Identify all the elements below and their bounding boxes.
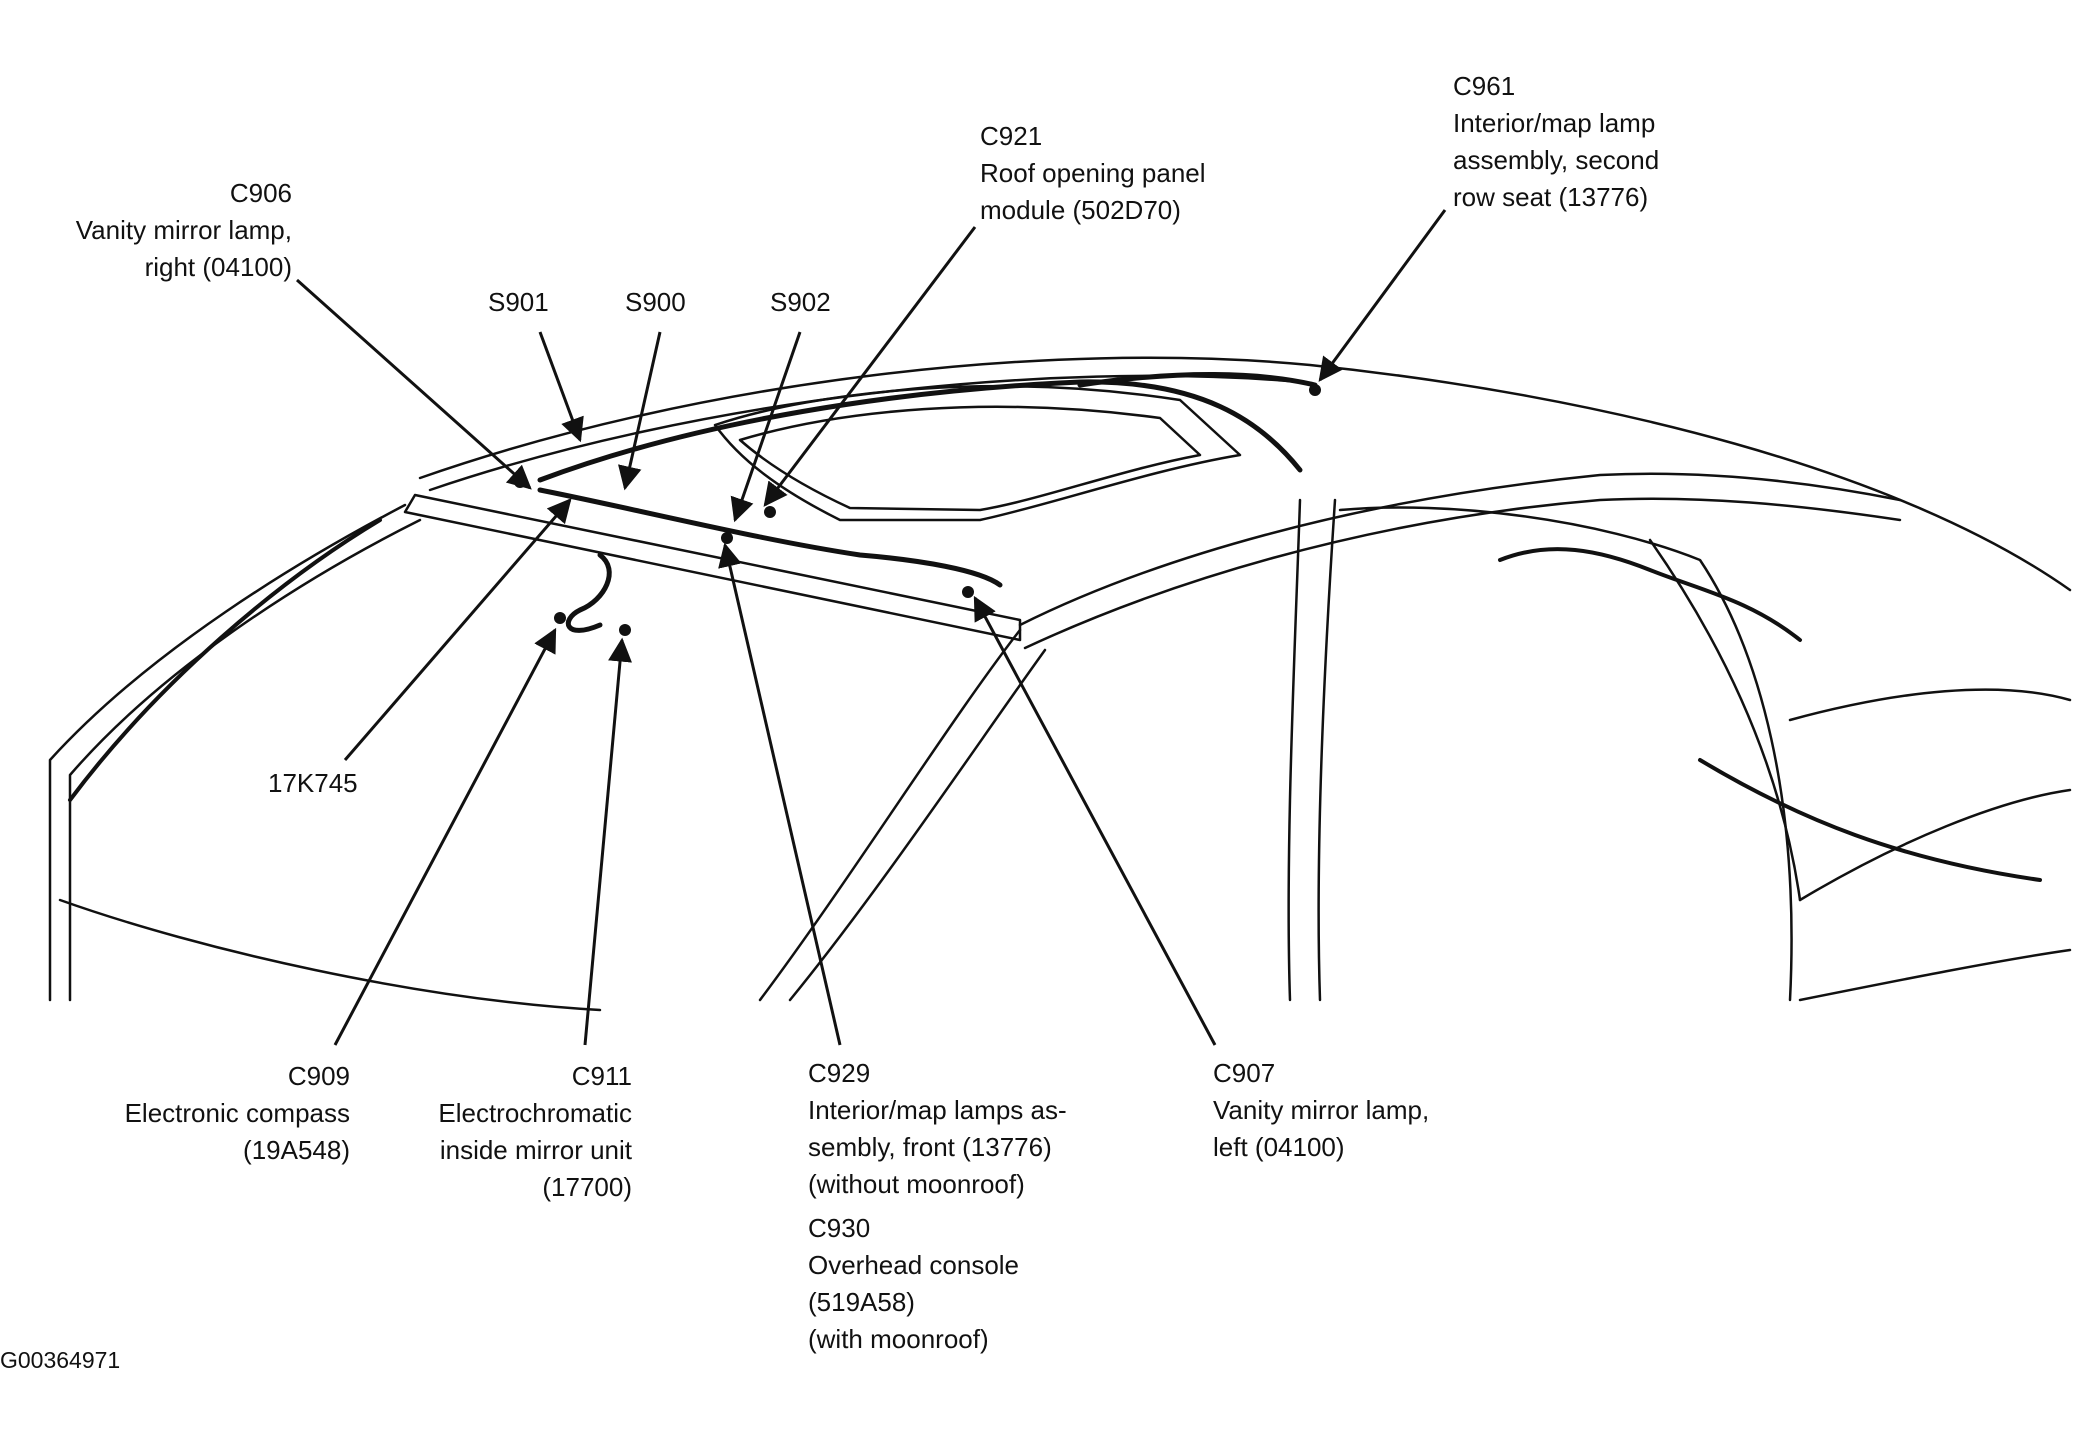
callout-text: right (04100) xyxy=(144,252,292,282)
windshield-frame-2 xyxy=(58,898,602,1012)
b-pillar xyxy=(1287,498,1302,1002)
sunroof-inner xyxy=(738,405,1202,512)
connector-c961-dot xyxy=(1309,384,1321,396)
leader-c961 xyxy=(1318,209,1447,382)
callout-text: Interior/map lamps as- xyxy=(808,1095,1067,1125)
callout-text: Overhead console xyxy=(808,1250,1020,1280)
callout-code: C909 xyxy=(287,1061,350,1091)
leader-c911 xyxy=(583,637,632,1046)
b-pillar-inner xyxy=(1317,498,1337,1002)
roof-harness xyxy=(537,379,1303,483)
windshield-frame-inner xyxy=(68,518,422,1002)
callout-text: Vanity mirror lamp, xyxy=(1213,1095,1430,1125)
callout-code: C911 xyxy=(571,1061,632,1091)
callout-text: Vanity mirror lamp, xyxy=(75,215,292,245)
callout-c906: C906 Vanity mirror lamp, right (04100) xyxy=(40,175,292,286)
callout-c909: C909 Electronic compass (19A548) xyxy=(60,1058,350,1169)
callout-s902: S902 xyxy=(770,284,831,321)
figure-id-text: G00364971 xyxy=(0,1347,121,1373)
callout-c930: C930 Overhead console (519A58) (with moo… xyxy=(808,1210,1019,1358)
roof-rail xyxy=(1018,472,1902,627)
callout-code: S900 xyxy=(625,287,686,317)
rear-deck-2 xyxy=(1798,788,2072,902)
leader-s901 xyxy=(538,331,584,443)
roof-rail-inner xyxy=(1023,497,1902,650)
a-pillar-inner xyxy=(788,648,1047,1002)
callout-c961: C961 Interior/map lamp assembly, second … xyxy=(1453,68,1659,216)
callout-17k745: 17K745 xyxy=(268,765,358,802)
callout-text: sembly, front (13776) xyxy=(808,1132,1052,1162)
roof-outline xyxy=(418,356,2072,592)
callout-text: Electrochromatic xyxy=(438,1098,632,1128)
callout-text: row seat (13776) xyxy=(1453,182,1649,212)
leader-c921 xyxy=(763,226,977,507)
callout-text: (without moonroof) xyxy=(808,1169,1025,1199)
figure-id: G00364971 xyxy=(0,1342,120,1379)
callout-text: Interior/map lamp xyxy=(1453,108,1656,138)
rear-harness xyxy=(1077,372,1318,388)
connector-c921-dot xyxy=(764,506,776,518)
rear-deck xyxy=(1788,688,2072,722)
callout-code: C906 xyxy=(229,178,292,208)
roof-harness-front xyxy=(537,487,1003,588)
callout-text: (519A58) xyxy=(808,1287,915,1317)
leader-c906 xyxy=(296,278,532,490)
callout-code: C929 xyxy=(808,1058,871,1088)
callout-text: module (502D70) xyxy=(980,195,1181,225)
callout-code: C907 xyxy=(1213,1058,1276,1088)
connector-c911-dot xyxy=(619,624,631,636)
callout-c907: C907 Vanity mirror lamp, left (04100) xyxy=(1213,1055,1429,1166)
callout-s901: S901 xyxy=(488,284,549,321)
callout-text: (17700) xyxy=(542,1172,632,1202)
callout-text: (with moonroof) xyxy=(808,1324,989,1354)
callout-text: left (04100) xyxy=(1213,1132,1345,1162)
callout-c921: C921 Roof opening panel module (502D70) xyxy=(980,118,1206,229)
callout-text: assembly, second xyxy=(1453,145,1660,175)
leader-s902 xyxy=(730,331,802,523)
leader-c909 xyxy=(333,627,557,1046)
leader-s900 xyxy=(618,331,662,491)
leader-c929 xyxy=(718,542,842,1046)
windshield-header xyxy=(403,493,1022,642)
callout-code: S901 xyxy=(488,287,549,317)
left-harness xyxy=(68,518,382,802)
rear-wiring xyxy=(1498,547,1802,642)
a-pillar xyxy=(758,628,1022,1002)
callout-text: (19A548) xyxy=(243,1135,350,1165)
connector-c929-dot xyxy=(721,532,733,544)
callout-text: Roof opening panel xyxy=(980,158,1206,188)
connector-c909-dot xyxy=(554,612,566,624)
callout-c929: C929 Interior/map lamps as- sembly, fron… xyxy=(808,1055,1067,1203)
windshield-frame xyxy=(48,503,407,1002)
callout-code: C930 xyxy=(808,1213,871,1243)
callout-s900: S900 xyxy=(625,284,686,321)
callout-code: S902 xyxy=(770,287,831,317)
sunroof-opening xyxy=(713,385,1242,522)
callout-code: C921 xyxy=(980,121,1043,151)
rear-door-frame xyxy=(1338,506,1793,1002)
leader-k745 xyxy=(343,498,572,761)
callout-code: C961 xyxy=(1453,71,1516,101)
rear-body xyxy=(1798,948,2072,1002)
rear-wiring-2 xyxy=(1698,758,2042,882)
leader-c907 xyxy=(973,595,1217,1046)
callout-text: Electronic compass xyxy=(124,1098,350,1128)
connector-c907-dot xyxy=(962,586,974,598)
callout-code: 17K745 xyxy=(268,768,358,798)
mirror-harness xyxy=(565,552,612,633)
callout-c911: C911 Electrochromatic inside mirror unit… xyxy=(370,1058,632,1206)
c-pillar xyxy=(1648,538,1802,902)
callout-text: inside mirror unit xyxy=(439,1135,632,1165)
